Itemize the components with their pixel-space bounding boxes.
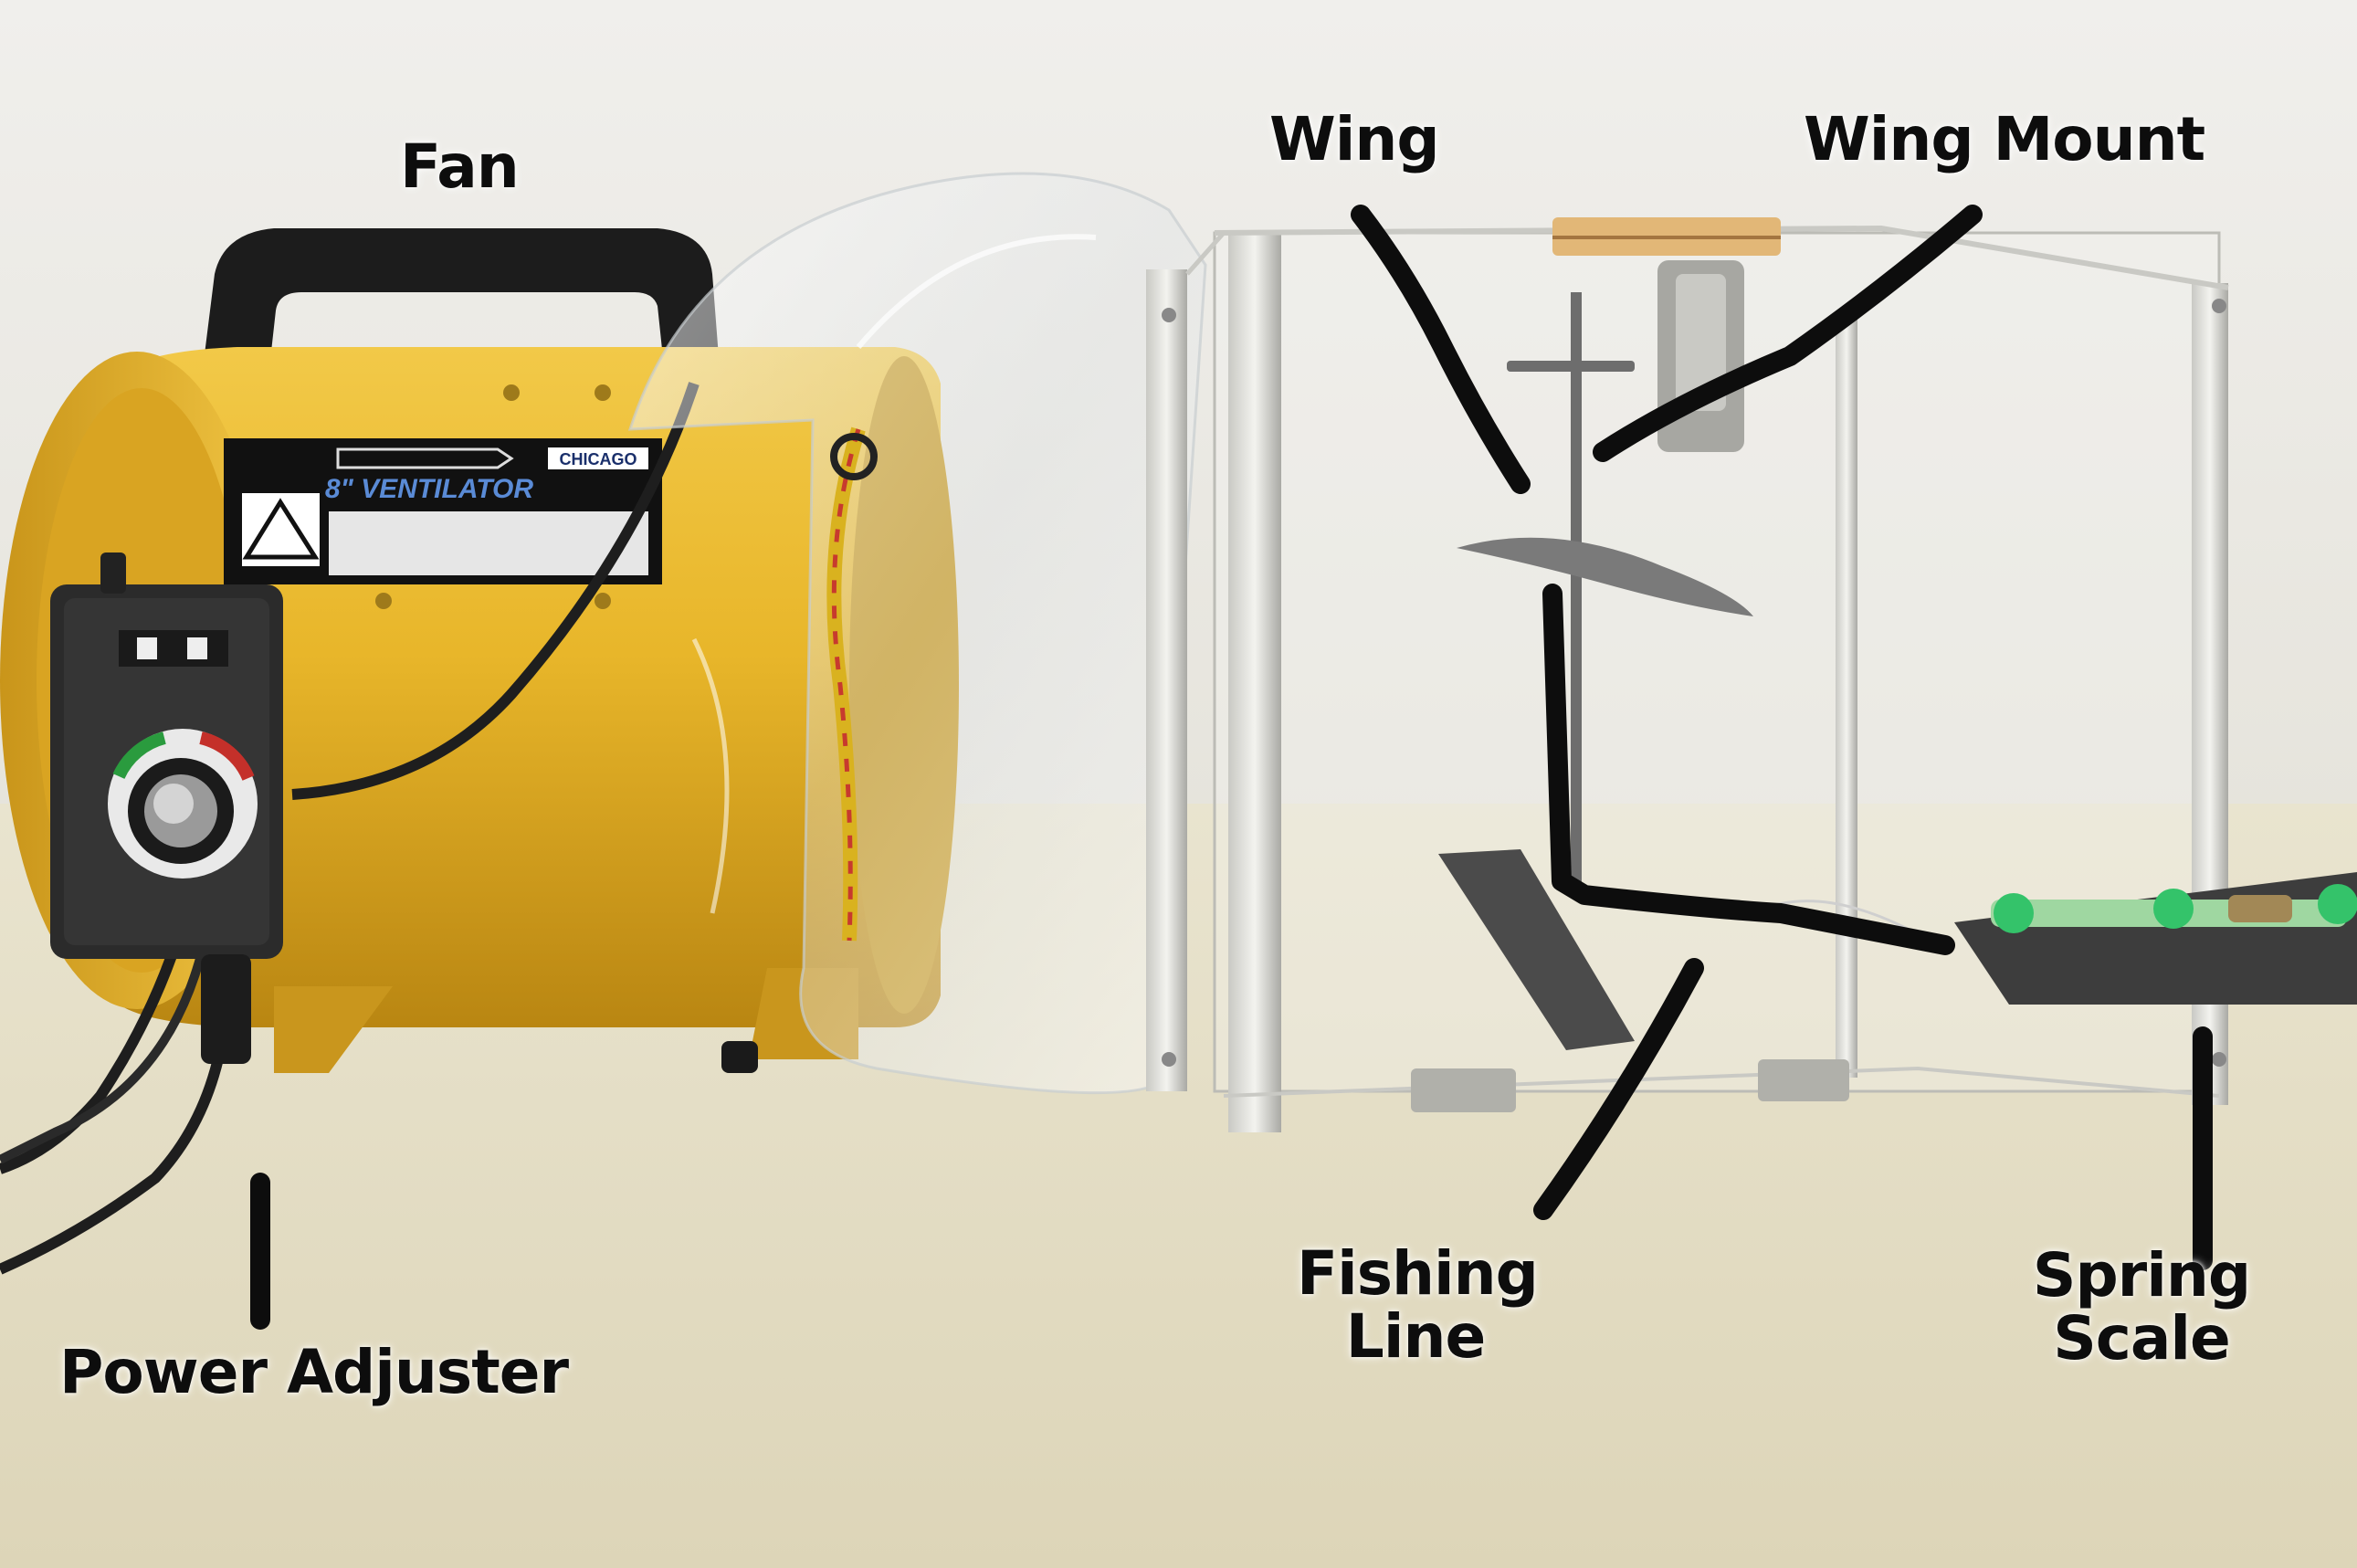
label-wing: Wing bbox=[1269, 104, 1440, 174]
label-fishing-line-1: Fishing bbox=[1297, 1238, 1539, 1309]
label-fan: Fan bbox=[400, 132, 520, 202]
label-spring-scale: Spring Scale bbox=[2032, 1244, 2251, 1371]
hinge-left bbox=[1411, 1068, 1516, 1112]
wing-pointer-line bbox=[1351, 205, 1531, 494]
fishing-line-pointer bbox=[1533, 958, 1704, 1220]
fishing-line-trace bbox=[1542, 584, 1955, 955]
wing-rod bbox=[1571, 292, 1582, 895]
wing-mount-pointer-line bbox=[1593, 205, 1983, 462]
power-cord bbox=[0, 921, 188, 1174]
fan-foot-left bbox=[274, 986, 393, 1073]
hinge-right bbox=[1758, 1059, 1849, 1101]
label-fishing-line-2: Line bbox=[1345, 1301, 1486, 1373]
ventilator-title-text: 8" VENTILATOR bbox=[325, 474, 533, 504]
fan-cord bbox=[291, 382, 700, 800]
label-fishing-line: Fishing Line bbox=[1297, 1238, 1539, 1373]
label-spring-scale-1: Spring bbox=[2032, 1240, 2251, 1310]
label-power-adjuster: Power Adjuster bbox=[59, 1337, 569, 1407]
base-plate-left bbox=[1438, 849, 1635, 1050]
plastic-bag bbox=[627, 172, 1207, 1095]
ventilator-label: CHICAGO 8" VENTILATOR bbox=[224, 438, 662, 584]
brand-text: CHICAGO bbox=[560, 450, 637, 468]
annotation-lines bbox=[250, 205, 2213, 1330]
box-front-post bbox=[1228, 233, 1281, 1132]
label-spring-scale-2: Scale bbox=[2053, 1303, 2231, 1374]
power-adjuster-unit bbox=[0, 382, 700, 1275]
fan-handle bbox=[201, 228, 721, 393]
label-wing-mount: Wing Mount bbox=[1804, 104, 2205, 174]
wing-airfoil bbox=[1457, 537, 1753, 616]
wind-tunnel-box bbox=[1146, 217, 2357, 1132]
